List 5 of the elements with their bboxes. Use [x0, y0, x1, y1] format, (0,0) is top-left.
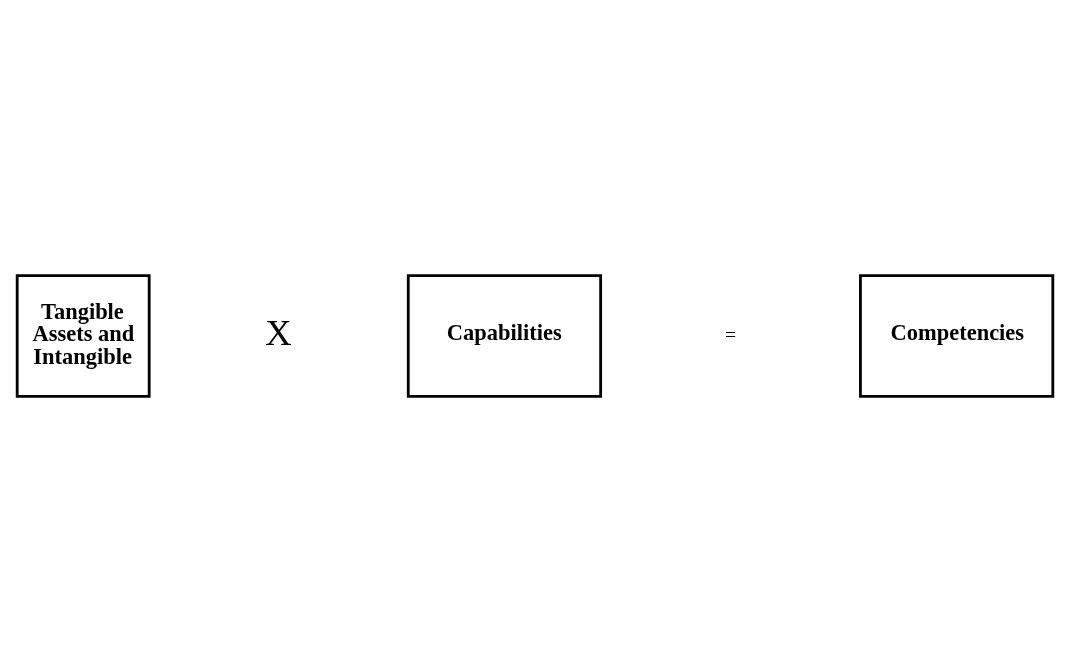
node-box: Capabilities [406, 274, 603, 398]
label: = [725, 323, 737, 346]
label: X [265, 311, 292, 353]
node-box: Competencies [859, 274, 1055, 398]
node-box: Tangible Assets and Intangible [15, 274, 151, 398]
